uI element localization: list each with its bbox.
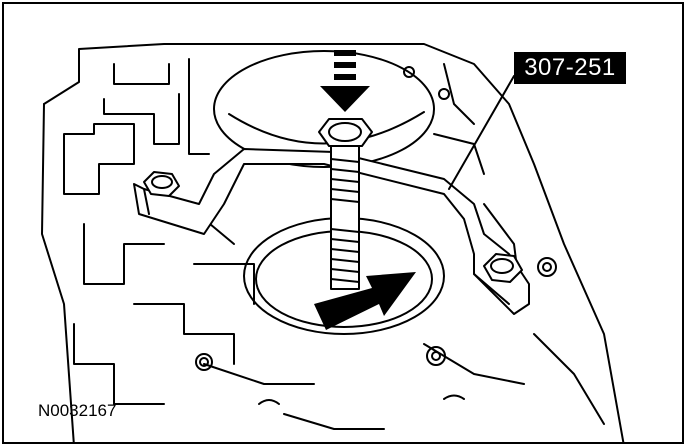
force-arrow-diagonal xyxy=(314,272,416,330)
bolt-hole xyxy=(431,351,441,361)
bolt-hole xyxy=(537,257,557,277)
right-nut-top xyxy=(490,258,514,274)
screw-head-top xyxy=(328,122,362,142)
case-left-edge xyxy=(41,103,75,442)
passage xyxy=(423,343,525,385)
passage xyxy=(203,363,315,385)
passage xyxy=(113,63,170,85)
callout-leader xyxy=(448,75,515,190)
passage xyxy=(133,303,235,365)
passage xyxy=(63,123,135,195)
screw-shaft xyxy=(330,143,360,290)
bracket-tool xyxy=(133,148,530,315)
bolt-hole xyxy=(199,357,209,367)
bolt-hole xyxy=(542,262,552,272)
bracket-fold xyxy=(143,188,510,305)
upper-bore-inner xyxy=(228,111,425,145)
passage xyxy=(283,413,385,430)
bolt-hole xyxy=(438,88,450,100)
passage xyxy=(188,58,210,155)
figure-number: N0032167 xyxy=(38,401,117,420)
illustration-frame: 307-251 N0032167 xyxy=(2,2,684,444)
passage xyxy=(533,333,605,425)
bolt-hole xyxy=(426,346,446,366)
screw-threads xyxy=(330,158,360,283)
transmission-case-drawing xyxy=(41,43,625,442)
left-nut-top xyxy=(151,175,173,189)
bolt-hole xyxy=(195,353,213,371)
hole-fragment xyxy=(443,394,465,400)
force-arrow-down xyxy=(320,50,370,112)
case-outline xyxy=(43,43,625,442)
bolt-hole xyxy=(403,66,415,78)
passage xyxy=(443,63,475,125)
upper-bore xyxy=(213,50,435,168)
tool-callout-label: 307-251 xyxy=(514,52,626,84)
passage xyxy=(73,323,165,405)
passage xyxy=(83,223,165,285)
hole-fragment xyxy=(258,399,280,405)
passage xyxy=(103,93,180,145)
passage xyxy=(193,263,255,305)
